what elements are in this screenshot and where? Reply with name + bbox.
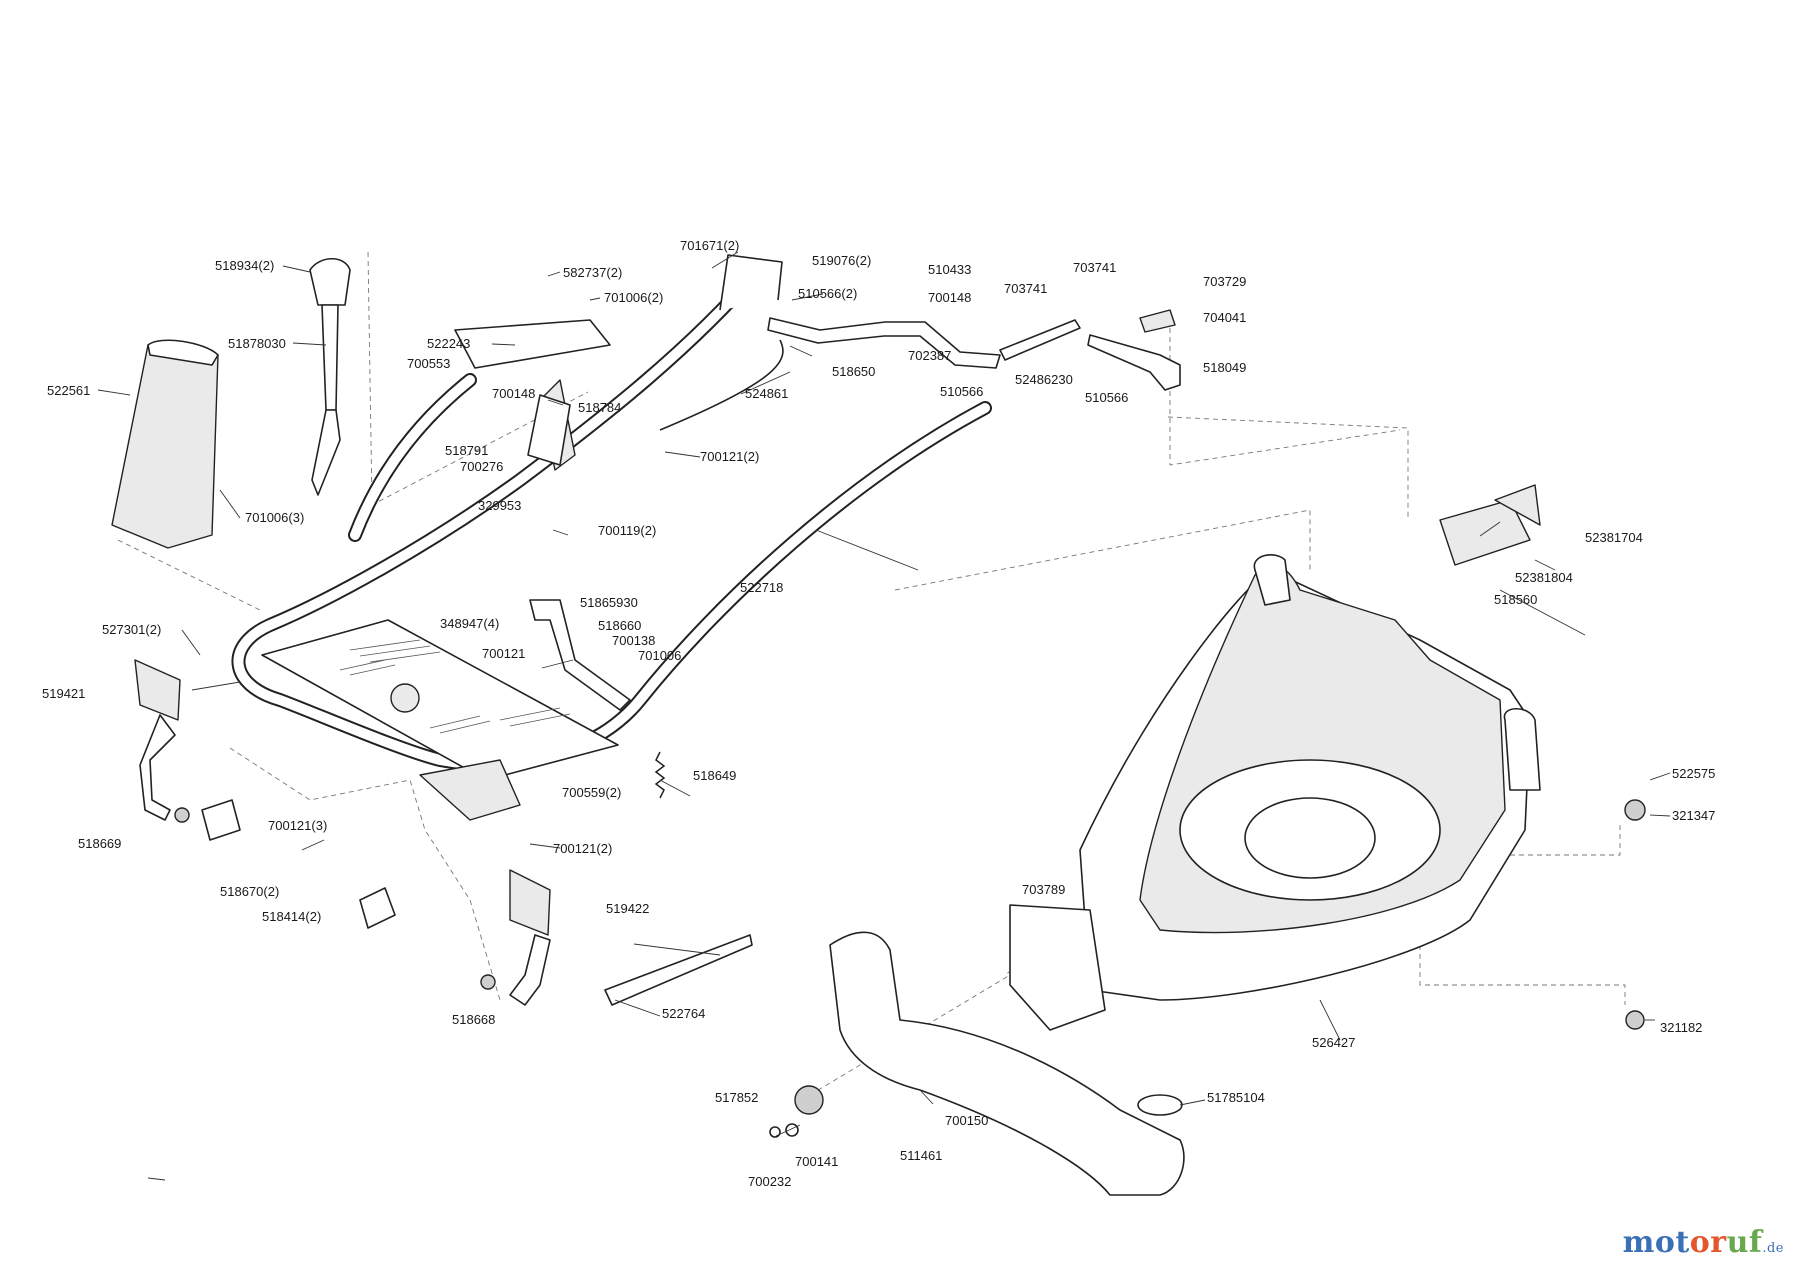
label-518649: 518649 [693,768,736,783]
label-519421: 519421 [42,686,85,701]
label-703729: 703729 [1203,274,1246,289]
label-321182: 321182 [1660,1020,1702,1035]
label-703741b: 703741 [1073,260,1116,275]
label-700121-2a: 700121(2) [700,449,759,464]
label-518049: 518049 [1203,360,1246,375]
label-700138: 700138 [612,633,655,648]
label-700553: 700553 [407,356,450,371]
label-700121-2b: 700121(2) [553,841,612,856]
label-518791: 518791 [445,443,488,458]
linkage-rods [659,254,1181,431]
left-handle-bar [348,319,611,542]
label-517852: 517852 [715,1090,758,1105]
label-518668: 518668 [452,1012,495,1027]
label-526427: 526427 [1312,1035,1355,1050]
label-518560: 518560 [1494,592,1537,607]
label-518670: 518670(2) [220,884,279,899]
label-702387: 702387 [908,348,951,363]
label-701671: 701671(2) [680,238,739,253]
label-700148a: 700148 [492,386,535,401]
label-511461: 511461 [900,1148,942,1163]
label-518650: 518650 [832,364,875,379]
label-700150: 700150 [945,1113,988,1128]
label-51878030: 51878030 [228,336,286,351]
label-700121: 700121 [482,646,525,661]
part-labels: 518934(2) 51878030 522561 701006(3) 5827… [42,238,1715,1189]
label-519076: 519076(2) [812,253,871,268]
motoruf-watermark: motoruf.de [1622,1225,1784,1260]
label-321347: 321347 [1672,808,1715,823]
foot-pedals [134,659,551,1006]
label-51785104: 51785104 [1207,1090,1265,1105]
label-510566a: 510566 [940,384,983,399]
label-700141: 700141 [795,1154,838,1169]
label-700559: 700559(2) [562,785,621,800]
label-522718: 522718 [740,580,783,595]
label-518660: 518660 [598,618,641,633]
label-510566-2: 510566(2) [798,286,857,301]
label-582737: 582737(2) [563,265,622,280]
label-700232: 700232 [748,1174,791,1189]
label-700276: 700276 [460,459,503,474]
label-51865930: 51865930 [580,595,638,610]
label-52486230: 52486230 [1015,372,1073,387]
base-plate [261,619,619,821]
label-700119: 700119(2) [598,523,656,538]
label-701006-3: 701006(3) [245,510,304,525]
rods-springs-fasteners [174,484,1646,1138]
label-701006: 701006 [638,648,681,663]
label-329953: 329953 [478,498,521,513]
label-522764: 522764 [662,1006,705,1021]
label-52381704: 52381704 [1585,530,1643,545]
label-348947: 348947(4) [440,616,499,631]
control-lever-assembly [111,257,351,549]
label-518784: 518784 [578,400,621,415]
handle-tube-522718 [231,261,992,772]
label-52381804: 52381804 [1515,570,1573,585]
label-510566b: 510566 [1085,390,1128,405]
label-704041: 704041 [1203,310,1246,325]
label-518414: 518414(2) [262,909,321,924]
label-703741a: 703741 [1004,281,1047,296]
label-703789: 703789 [1022,882,1065,897]
label-522575: 522575 [1672,766,1715,781]
rear-axle-51785104 [829,904,1185,1196]
label-700148b: 700148 [928,290,971,305]
leader-lines [97,251,1671,1181]
label-518669: 518669 [78,836,121,851]
label-518934: 518934(2) [215,258,274,273]
mower-deck-526427 [1079,554,1541,1001]
label-522561: 522561 [47,383,90,398]
label-519422: 519422 [606,901,649,916]
label-524861: 524861 [745,386,788,401]
label-700121-3: 700121(3) [268,818,327,833]
label-522243: 522243 [427,336,470,351]
label-510433: 510433 [928,262,971,277]
label-701006-2: 701006(2) [604,290,663,305]
label-527301: 527301(2) [102,622,161,637]
